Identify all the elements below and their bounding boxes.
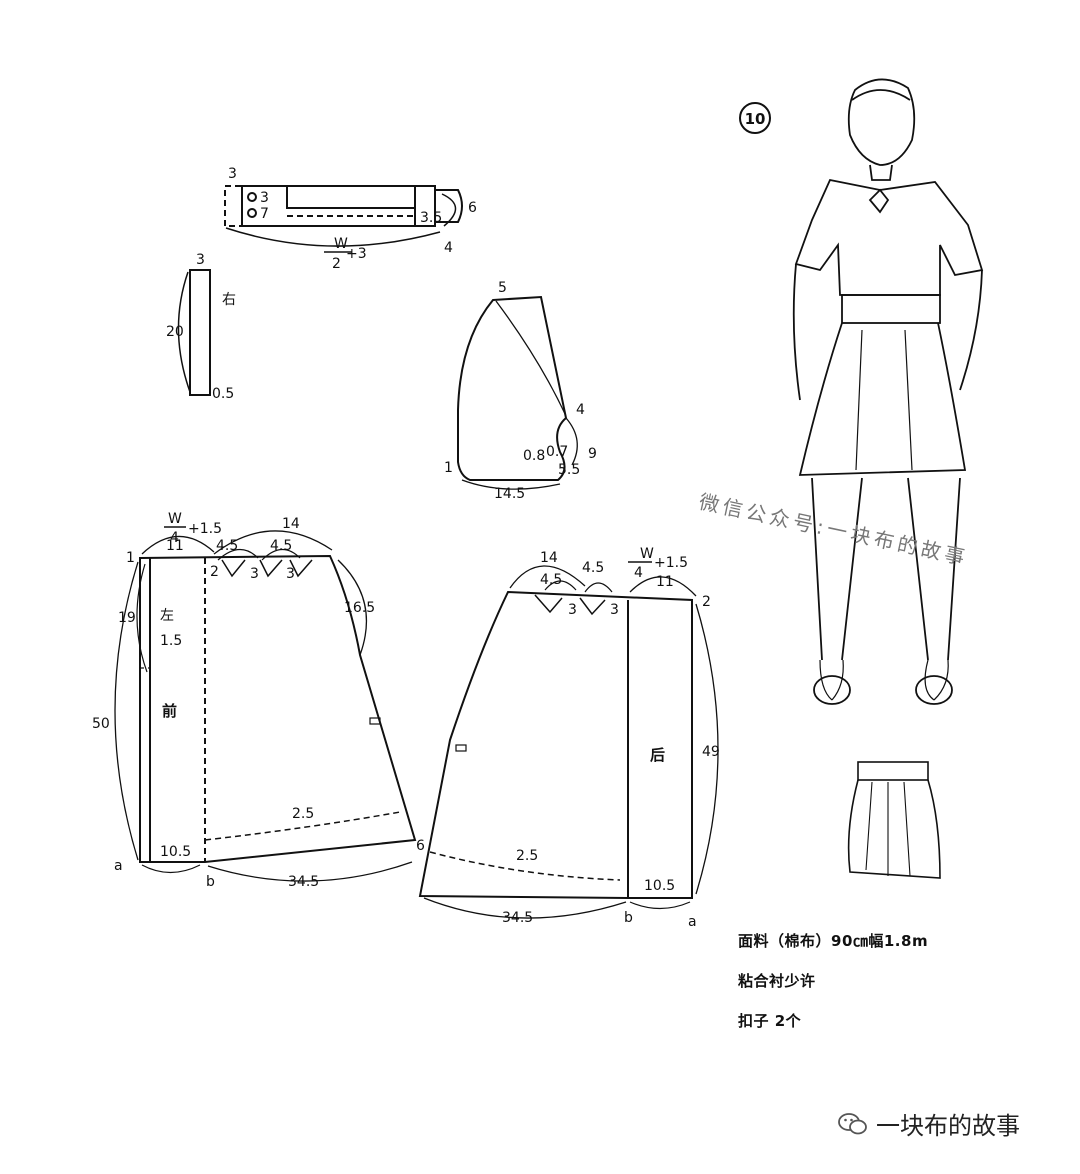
waistband-top-dim: 3 <box>228 166 237 182</box>
pocket-mid-dim: 4 <box>576 402 585 418</box>
back-formula-den: 4 <box>634 565 643 581</box>
waistband-end-inner: 3.5 <box>420 210 442 226</box>
back-corner: 2 <box>702 594 711 610</box>
watermark-text: 微信公众号:一块布的故事 <box>697 489 971 570</box>
front-formula-num: W <box>168 511 182 527</box>
back-hem: 2.5 <box>516 848 538 864</box>
front-formula-den: 4 <box>170 530 179 546</box>
material-interfacing: 粘合衬少许 <box>738 972 816 990</box>
strip-top-dim: 3 <box>196 252 205 268</box>
front-dart2: 4.5 <box>270 538 292 554</box>
pocket-inner1-dim: 0.8 <box>523 448 545 464</box>
back-panel <box>418 565 719 919</box>
front-corner: 1 <box>126 550 135 566</box>
back-point-a: a <box>688 914 697 930</box>
front-dart1: 4.5 <box>216 538 238 554</box>
shorts-back-sketch <box>847 761 941 879</box>
waistband-formula-den: 2 <box>332 256 341 272</box>
back-length: 49 <box>702 744 720 760</box>
back-dart2: 4.5 <box>582 560 604 576</box>
front-hem-b: 34.5 <box>288 874 319 890</box>
front-panel <box>114 530 417 882</box>
front-hem: 2.5 <box>292 806 314 822</box>
footer-brand: 一块布的故事 <box>838 1106 1020 1141</box>
waistband-formula-plus: +3 <box>346 246 367 262</box>
strip-bottom-dim: 0.5 <box>212 386 234 402</box>
material-fabric: 面料（棉布）90㎝幅1.8m <box>738 932 929 950</box>
back-d1: 3 <box>568 602 577 618</box>
back-formula-num: W <box>640 546 654 562</box>
front-point-a: a <box>114 858 123 874</box>
waistband-end-ext: 4 <box>444 240 453 256</box>
front-side-curve: 16.5 <box>344 600 375 616</box>
waistband-hole-dim-2: 7 <box>260 206 269 222</box>
strip-side-label: 右 <box>222 292 236 308</box>
back-label: 后 <box>650 746 665 764</box>
back-hem-a: 10.5 <box>644 878 675 894</box>
material-buttons: 扣子 2个 <box>738 1012 802 1030</box>
pocket-top-dim: 5 <box>498 280 507 296</box>
waistband-piece <box>224 185 463 247</box>
front-formula-plus: +1.5 <box>188 521 222 537</box>
footer-name: 一块布的故事 <box>876 1112 1020 1140</box>
front-d1: 2 <box>210 564 219 580</box>
front-length: 50 <box>92 716 110 732</box>
fly-strip-piece <box>177 269 211 396</box>
back-point-b: b <box>624 910 633 926</box>
front-hem-end: 6 <box>416 838 425 854</box>
front-fly-dim: 19 <box>118 610 136 626</box>
pattern-number-badge <box>739 102 771 134</box>
front-fly-side: 左 <box>160 608 174 624</box>
pocket-left-dim: 1 <box>444 460 453 476</box>
front-waist-b: 14 <box>282 516 300 532</box>
pocket-piece <box>457 295 578 490</box>
pocket-side-dim: 9 <box>588 446 597 462</box>
back-dart1: 4.5 <box>540 572 562 588</box>
back-waist-b: 11 <box>656 574 674 590</box>
front-d2: 3 <box>250 566 259 582</box>
pocket-width-dim: 14.5 <box>494 486 525 502</box>
back-hem-b: 34.5 <box>502 910 533 926</box>
figure-illustration <box>792 78 984 705</box>
back-waist-a: 14 <box>540 550 558 566</box>
back-d2: 3 <box>610 602 619 618</box>
back-formula-plus: +1.5 <box>654 555 688 571</box>
front-d3: 3 <box>286 566 295 582</box>
front-hem-a: 10.5 <box>160 844 191 860</box>
badge-number: 10 <box>745 110 766 128</box>
pocket-inner3-dim: 5.5 <box>558 462 580 478</box>
waistband-formula-num: W <box>334 236 348 252</box>
pocket-inner2-dim: 0.7 <box>546 444 568 460</box>
front-fly-w: 1.5 <box>160 633 182 649</box>
strip-length-dim: 20 <box>166 324 184 340</box>
wechat-icon <box>838 1112 867 1134</box>
front-point-b: b <box>206 874 215 890</box>
waistband-hole-dim-1: 3 <box>260 190 269 206</box>
front-label: 前 <box>162 702 177 720</box>
waistband-end-width: 6 <box>468 200 477 216</box>
front-waist-a: 11 <box>166 538 184 554</box>
